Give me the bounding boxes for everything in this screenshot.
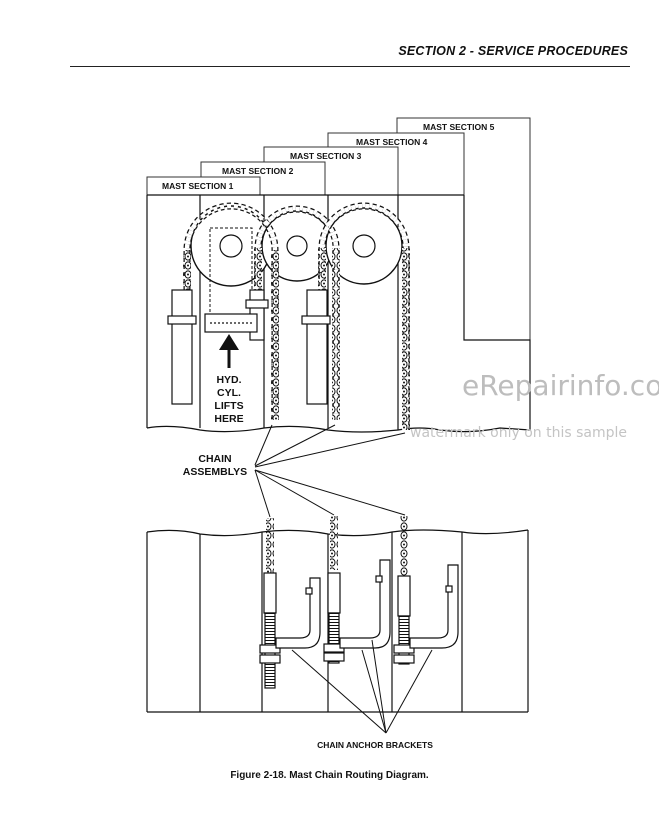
chain-label-line-1: CHAIN (198, 453, 231, 465)
arrow-label-line-4: HERE (214, 413, 243, 425)
chain-links-lower (266, 516, 408, 576)
upper-anchor-plates (167, 289, 331, 405)
mast-section-2-label: MAST SECTION 2 (222, 166, 294, 176)
arrow-label-line-1: HYD. (216, 374, 241, 386)
mast-section-5-label: MAST SECTION 5 (423, 122, 495, 132)
mast-section-1-label: MAST SECTION 1 (162, 181, 234, 191)
mast-section-3-label: MAST SECTION 3 (290, 151, 362, 161)
mast-section-4-label: MAST SECTION 4 (356, 137, 428, 147)
bracket-leader-lines (291, 639, 433, 734)
figure-caption: Figure 2-18. Mast Chain Routing Diagram. (230, 770, 429, 781)
chain-links-upper (183, 248, 410, 430)
section-title: SECTION 2 - SERVICE PROCEDURES (398, 44, 628, 58)
watermark-note: watermark only on this sample (410, 425, 627, 441)
page-header: SECTION 2 - SERVICE PROCEDURES (70, 44, 630, 67)
chain-label-line-2: ASSEMBLYS (183, 466, 247, 478)
chain-anchor-brackets-label: CHAIN ANCHOR BRACKETS (317, 740, 433, 750)
chain-leader-lines (254, 424, 406, 518)
chain-anchor-brackets (259, 559, 459, 689)
arrow-label-line-2: CYL. (217, 387, 241, 399)
arrow-label-line-3: LIFTS (214, 400, 243, 412)
lift-arrow (219, 334, 239, 368)
watermark-brand: eRepairinfo.com (462, 369, 659, 402)
mast-section-labels (146, 117, 531, 340)
sprocket-wheels (190, 205, 403, 287)
